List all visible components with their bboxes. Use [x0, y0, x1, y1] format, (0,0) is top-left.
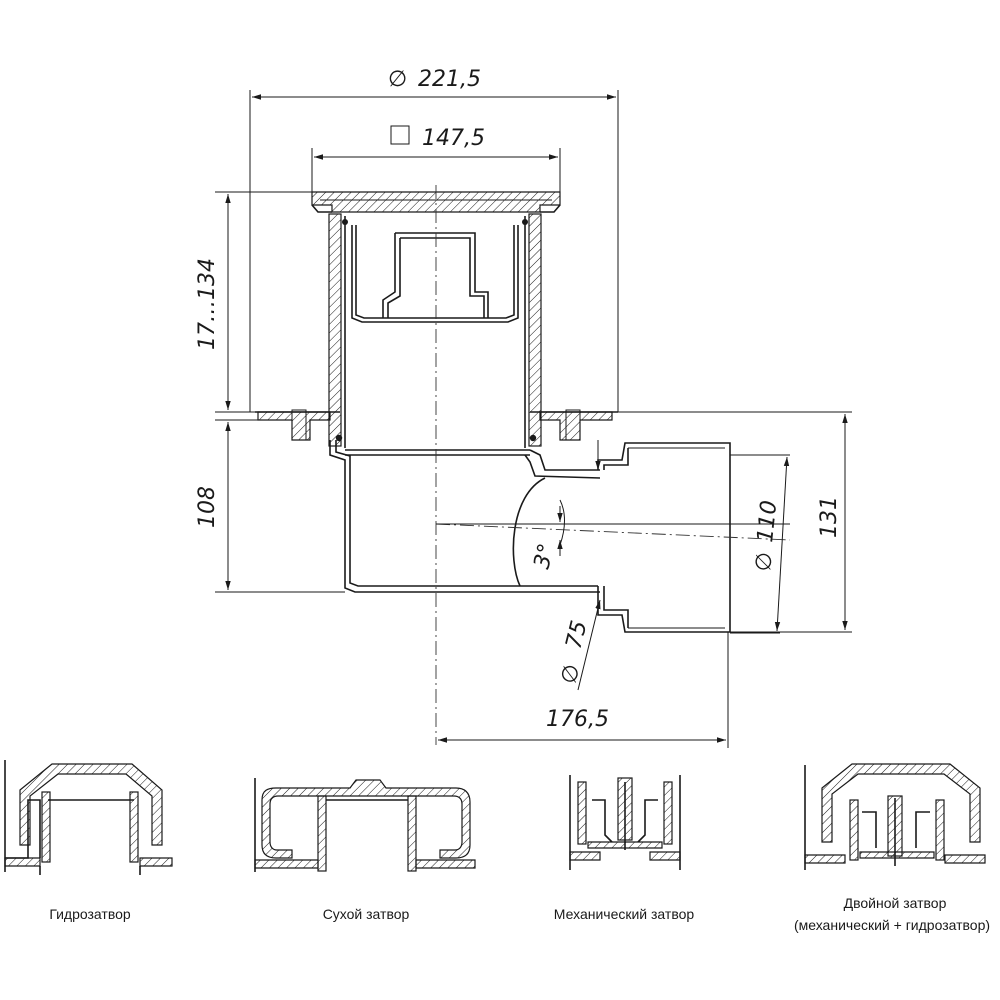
variant-water-seal	[4, 760, 173, 875]
caption-dry-seal: Сухой затвор	[323, 906, 410, 922]
seal-ring-icon	[529, 434, 537, 442]
caption-mechanical-seal: Механический затвор	[554, 906, 695, 922]
dim-lower-height: 108	[195, 486, 220, 528]
dim-horizontal-offset: 176,5	[546, 707, 609, 732]
seal-ring-icon	[522, 219, 528, 225]
dimension-lines	[215, 90, 852, 748]
caption-double-seal-detail: (механический + гидрозатвор)	[794, 917, 990, 933]
diameter-symbol: ∅	[751, 551, 778, 573]
seal-ring-icon	[342, 219, 348, 225]
dim-outlet-height: 131	[817, 496, 842, 538]
caption-water-seal: Гидрозатвор	[49, 906, 131, 922]
captions: Гидрозатвор Сухой затвор Механический за…	[49, 895, 990, 933]
variant-dry-seal	[254, 778, 476, 872]
dim-height-range: 17…134	[195, 258, 220, 350]
diameter-symbol: ∅	[557, 662, 586, 687]
variant-mechanical-seal	[569, 775, 681, 870]
seal-ring-icon	[335, 434, 343, 442]
dim-square-size: 147,5	[422, 126, 485, 151]
variant-double-seal	[804, 763, 986, 870]
caption-double-seal: Двойной затвор	[844, 895, 947, 911]
dimension-texts: ∅ 221,5 147,5 17…134 108 131 ∅ 110 3° ∅ …	[195, 67, 842, 732]
diameter-symbol: ∅	[388, 67, 407, 92]
dim-outlet-diameter: 110	[753, 499, 782, 543]
dim-angle: 3°	[530, 541, 560, 571]
dim-outer-diameter: 221,5	[418, 67, 481, 92]
main-section-view	[255, 185, 791, 745]
dim-branch-diameter: 75	[562, 618, 593, 651]
square-icon	[390, 125, 410, 145]
